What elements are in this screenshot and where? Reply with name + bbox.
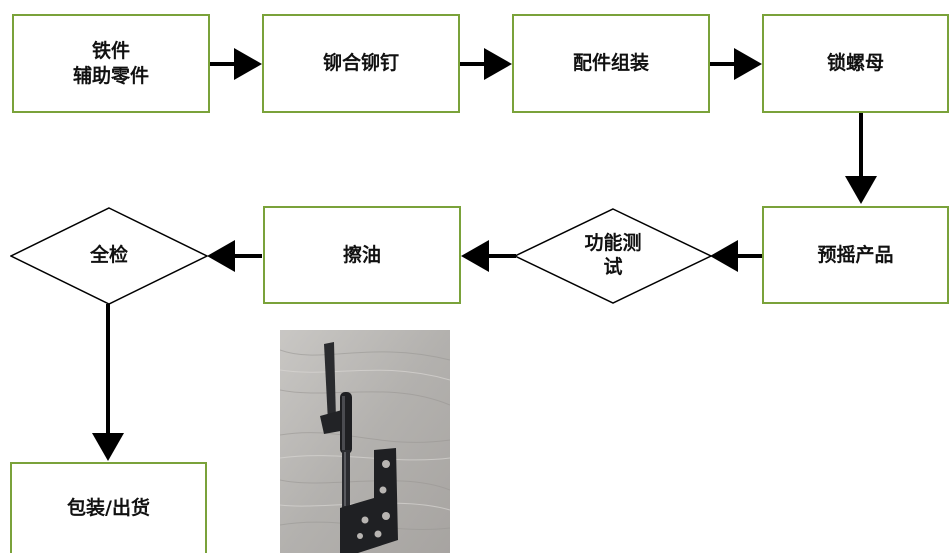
step-lock-nut-label: 锁螺母 bbox=[826, 52, 884, 75]
hinge-photo bbox=[280, 330, 450, 553]
step-pack-ship: 包装/出货 bbox=[10, 462, 207, 553]
decision-function-test: 功能测 试 bbox=[514, 208, 712, 304]
decision-full-inspection: 全检 bbox=[10, 207, 208, 305]
decision-full-inspection-label: 全检 bbox=[89, 244, 128, 267]
step-iron-parts-line1: 铁件 bbox=[91, 39, 130, 62]
step-iron-parts: 铁件 辅助零件 bbox=[12, 14, 210, 113]
step-assembly: 配件组装 bbox=[512, 14, 710, 113]
step-lock-nut: 锁螺母 bbox=[762, 14, 949, 113]
step-riveting-label: 铆合铆钉 bbox=[322, 52, 399, 75]
step-pre-shake: 预摇产品 bbox=[762, 206, 949, 304]
step-iron-parts-line2: 辅助零件 bbox=[72, 64, 149, 87]
step-oiling: 擦油 bbox=[263, 206, 461, 304]
step-pre-shake-label: 预摇产品 bbox=[817, 243, 894, 266]
decision-function-test-line1: 功能测 bbox=[584, 232, 642, 255]
step-pack-ship-label: 包装/出货 bbox=[67, 497, 150, 520]
step-oiling-label: 擦油 bbox=[342, 243, 381, 266]
step-riveting: 铆合铆钉 bbox=[262, 14, 460, 113]
decision-function-test-line2: 试 bbox=[603, 256, 623, 278]
step-assembly-label: 配件组装 bbox=[572, 52, 649, 75]
